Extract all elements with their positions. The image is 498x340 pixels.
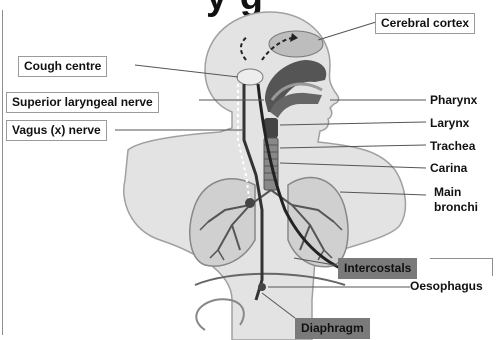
label-cough-centre: Cough centre [18,56,107,77]
label-main-bronchi-line2: bronchi [434,200,478,215]
label-trachea: Trachea [430,139,475,154]
label-main-bronchi-line1: Main [434,185,478,200]
label-vagus-nerve: Vagus (x) nerve [6,120,107,141]
label-larynx: Larynx [430,116,469,131]
label-superior-laryngeal-nerve: Superior laryngeal nerve [6,92,159,113]
nerve-node-oesophagus [258,283,266,291]
nerve-node-carina [245,198,255,208]
label-main-bronchi: Main bronchi [434,185,478,215]
label-pharynx: Pharynx [430,93,477,108]
label-diaphragm: Diaphragm [295,318,370,339]
label-intercostals: Intercostals [338,258,417,279]
right-tick-intercostals [430,258,492,259]
label-cerebral-cortex: Cerebral cortex [375,13,475,34]
right-tick-vertical [492,258,493,276]
label-oesophagus: Oesophagus [410,279,483,294]
label-carina: Carina [430,161,467,176]
cough-centre-shape [237,69,263,85]
